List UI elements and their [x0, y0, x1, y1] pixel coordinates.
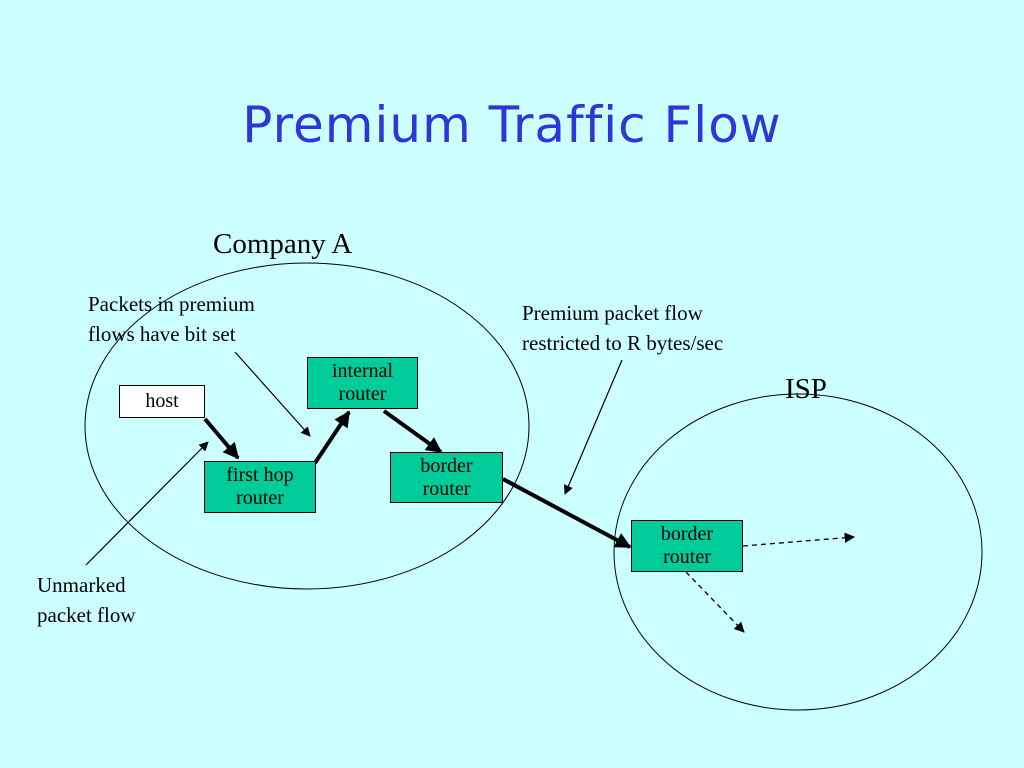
- host-node-label: host: [145, 390, 179, 412]
- internal-router-node: internal router: [307, 357, 418, 409]
- host-node: host: [119, 385, 205, 418]
- company-a-boundary: [84, 262, 530, 590]
- unmarked-annotation-line-2: packet flow: [37, 603, 136, 627]
- flow-host-to-first-hop: [203, 417, 240, 460]
- flow-first-hop-to-internal: [313, 410, 351, 465]
- internal-router-label-line-1: internal: [331, 360, 394, 382]
- company-border-router-node: border router: [390, 452, 503, 503]
- flow-internal-to-border: [382, 409, 443, 454]
- rate-limit-annotation-line-1: Premium packet flow: [522, 301, 703, 325]
- internal-router-label-line-2: router: [338, 383, 387, 405]
- isp-label: ISP: [785, 373, 827, 405]
- first-hop-router-label-line-2: router: [236, 487, 284, 509]
- first-hop-router-node: first hop router: [204, 461, 316, 513]
- rate-limit-annotation: Premium packet flow restricted to R byte…: [522, 298, 723, 358]
- isp-boundary: [613, 393, 983, 711]
- unmarked-annotation-line-1: Unmarked: [37, 573, 126, 597]
- pointer-premium-bit: [234, 351, 311, 437]
- company-border-router-label-line-1: border: [420, 454, 473, 477]
- unmarked-annotation: Unmarked packet flow: [37, 570, 136, 630]
- premium-bit-annotation: Packets in premium flows have bit set: [88, 289, 255, 349]
- isp-onward-flow-east: [742, 532, 856, 547]
- pointer-rate-limit: [563, 359, 623, 495]
- rate-limit-annotation-line-2: restricted to R bytes/sec: [522, 331, 724, 355]
- first-hop-router-label-line-1: first hop: [226, 464, 294, 486]
- premium-bit-annotation-line-1: Packets in premium: [88, 292, 255, 316]
- isp-border-router-label-line-2: router: [663, 546, 711, 568]
- premium-bit-annotation-line-2: flows have bit set: [88, 322, 236, 346]
- isp-onward-flow-south: [685, 571, 745, 633]
- pointer-unmarked: [85, 441, 209, 566]
- flow-border-to-isp: [502, 477, 632, 549]
- company-a-label: Company A: [213, 228, 353, 260]
- slide-title: Premium Traffic Flow: [242, 96, 782, 154]
- company-border-router-label-line-2: router: [422, 477, 471, 500]
- isp-border-router-label-line-1: border: [660, 523, 714, 545]
- isp-border-router-node: border router: [631, 520, 743, 572]
